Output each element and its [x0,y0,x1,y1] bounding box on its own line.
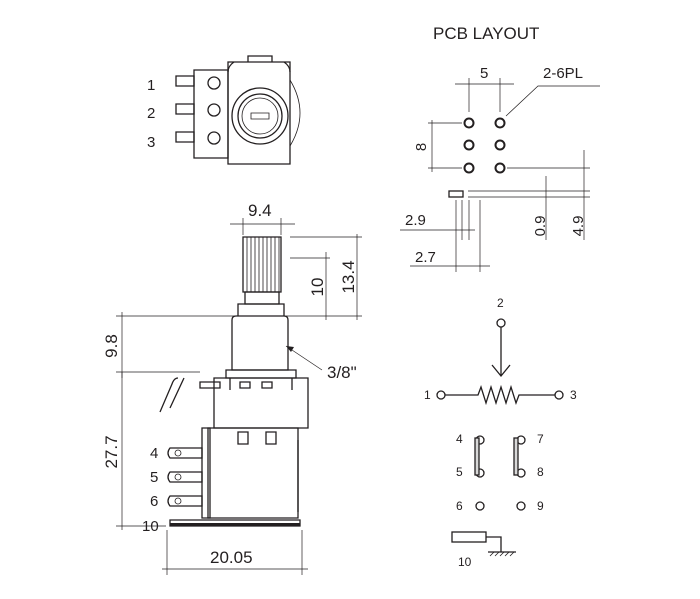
dim-pitch: 5 [480,65,488,82]
ground-pin-10-label: 10 [458,555,472,569]
pot-pin-1 [436,390,446,400]
front-pin-3-label: 3 [147,134,155,151]
pot-pin-2 [496,318,506,328]
side-pin-6-label: 6 [150,493,158,510]
dim-27: 2.7 [415,249,436,266]
dim-body-width: 20.05 [210,548,253,567]
sw-pin-6-label: 6 [456,499,463,513]
dim-29: 2.9 [405,212,426,229]
side-view: 9.4 10 13.4 9.8 3/8" [102,201,362,575]
dim-49: 4.9 [570,216,587,237]
front-pin-2-label: 2 [147,105,155,122]
dim-shaft-10: 10 [308,278,327,297]
front-view: 1 2 3 [147,55,301,165]
ground-symbol: 10 [451,531,516,569]
schematic: 2 1 3 4 5 6 7 8 9 [424,296,577,569]
dim-row: 8 [413,143,430,151]
pot-pin-3-label: 3 [570,388,577,402]
switch-symbol: 4 5 6 7 8 9 [456,432,544,513]
sw-pin-8-label: 8 [537,465,544,479]
pot-pin-2-label: 2 [497,296,504,310]
pot-pin-3 [554,390,564,400]
pcb-layout: PCB LAYOUT 5 2-6PL 8 0.9 4. [400,24,600,272]
resistor-symbol [445,384,555,406]
pot-body [159,377,309,519]
dim-09: 0.9 [532,216,549,237]
sw-pin-7-label: 7 [537,432,544,446]
sw-pin-4-label: 4 [456,432,463,446]
side-pins [167,447,301,527]
dim-shaft-width: 9.4 [248,201,272,220]
pcb-hole-grid [463,117,506,174]
shaft-knurl [242,236,282,305]
front-pin-1-label: 1 [147,77,155,94]
sw-pin-5-label: 5 [456,465,463,479]
side-pin-4-label: 4 [150,445,158,462]
dim-holes-label: 2-6PL [543,65,583,82]
front-body [227,55,301,165]
pcb-slot [448,190,464,198]
dim-bushing-98: 9.8 [102,334,121,358]
dim-thread: 3/8" [327,363,357,382]
dim-body-277: 27.7 [102,435,121,468]
bushing [225,303,297,379]
side-pin-10-label: 10 [142,518,159,535]
side-pin-5-label: 5 [150,469,158,486]
sw-pin-9-label: 9 [537,499,544,513]
front-terminals [175,69,229,159]
pcb-layout-title: PCB LAYOUT [433,24,539,43]
pot-pin-1-label: 1 [424,388,431,402]
dim-shaft-134: 13.4 [339,260,358,293]
